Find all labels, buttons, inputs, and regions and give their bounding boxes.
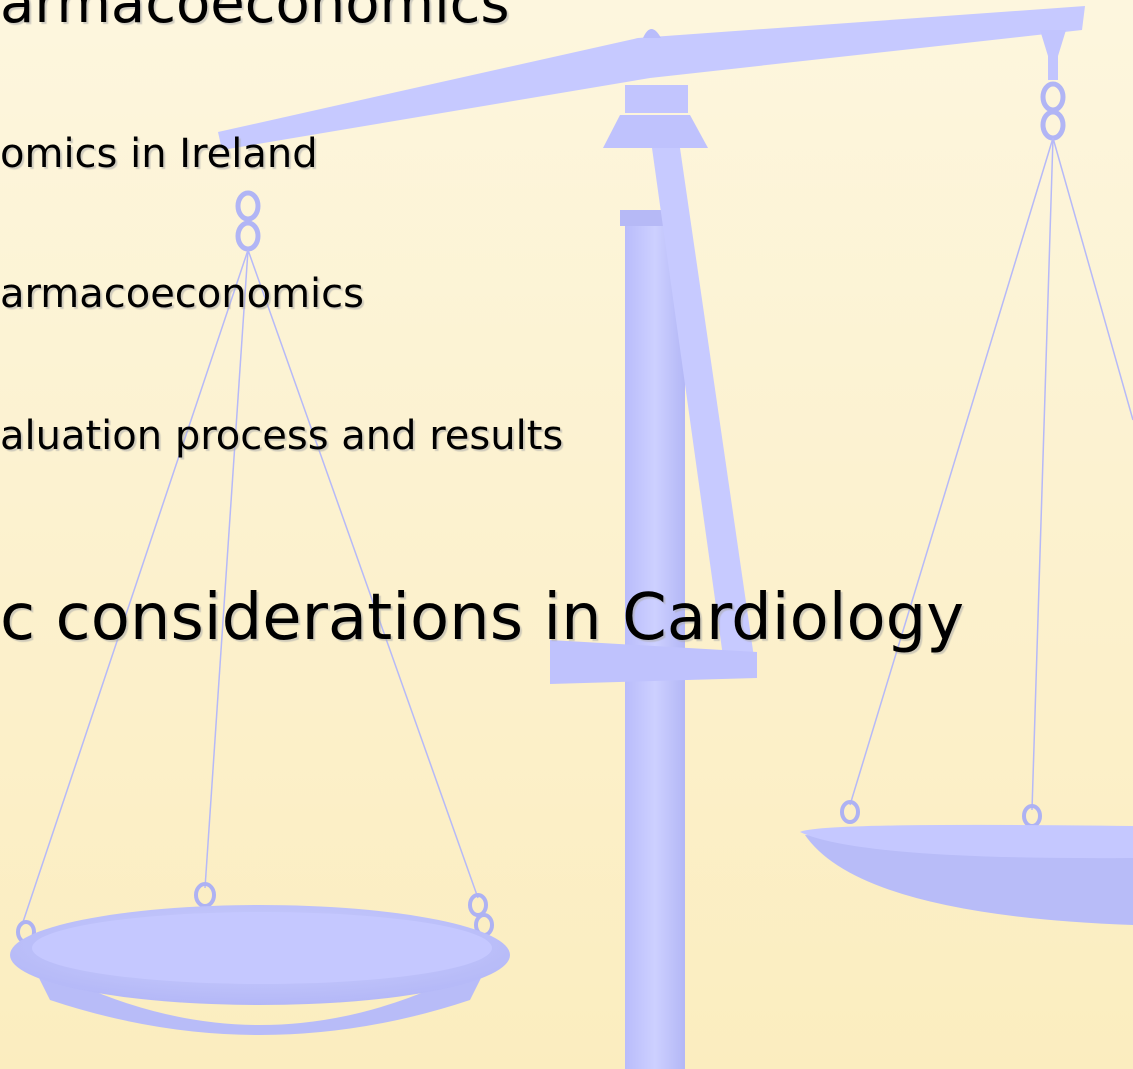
bullet-item-1: omics in Ireland <box>0 131 318 177</box>
bullet-item-3: aluation process and results <box>0 413 564 459</box>
bullet-item-2: armacoeconomics <box>0 271 365 317</box>
section-heading: c considerations in Cardiology <box>0 581 965 655</box>
slide-title: armacoeconomics <box>0 0 510 36</box>
